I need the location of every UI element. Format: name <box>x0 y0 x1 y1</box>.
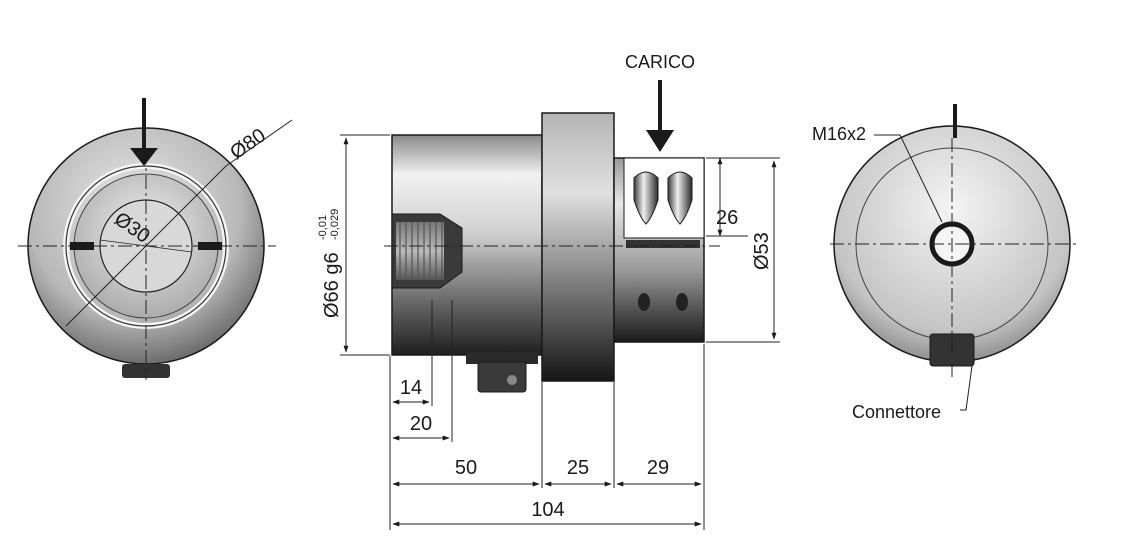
nose-hole-1 <box>638 293 650 311</box>
connector-body <box>477 361 527 393</box>
leader-connettore <box>960 365 973 411</box>
label-26: 26 <box>716 207 738 229</box>
load-arrow-center-head <box>646 130 674 152</box>
right-end-view: M16x2 Connettore <box>812 104 1078 422</box>
label-tolerance-upper: -0,01 <box>317 215 329 240</box>
left-end-view: Ø80 Ø30 <box>18 98 293 380</box>
leader-diameter-80 <box>99 239 193 253</box>
leader-m16 <box>874 134 943 223</box>
label-m16: M16x2 <box>812 124 866 144</box>
load-pin-2 <box>667 171 693 225</box>
label-diameter-80: Ø80 <box>226 124 270 164</box>
label-29: 29 <box>647 457 669 479</box>
side-view: CARICO Ø66 g6 -0,01 -0,029 Ø53 26 14 20 … <box>317 52 780 530</box>
label-tolerance-lower: -0,029 <box>329 209 341 240</box>
load-pin-1 <box>633 171 659 225</box>
threaded-bore <box>396 222 444 280</box>
load-arrow-left-head <box>130 148 158 166</box>
label-50: 50 <box>455 457 477 479</box>
label-25: 25 <box>567 457 589 479</box>
label-104: 104 <box>531 499 564 521</box>
label-14: 14 <box>400 377 422 399</box>
label-carico: CARICO <box>625 52 695 72</box>
label-diameter-66: Ø66 g6 <box>321 252 343 318</box>
flange <box>541 112 615 382</box>
connector-pin <box>507 375 517 385</box>
thread-lines <box>399 222 443 280</box>
pad-base <box>626 240 700 248</box>
label-connettore: Connettore <box>852 402 941 422</box>
label-20: 20 <box>410 413 432 435</box>
connector-base <box>466 352 538 364</box>
nose-hole-2 <box>676 293 688 311</box>
label-diameter-53: Ø53 <box>751 232 773 270</box>
leader-diameter-80-ext <box>225 119 293 167</box>
slot-right <box>198 242 222 250</box>
